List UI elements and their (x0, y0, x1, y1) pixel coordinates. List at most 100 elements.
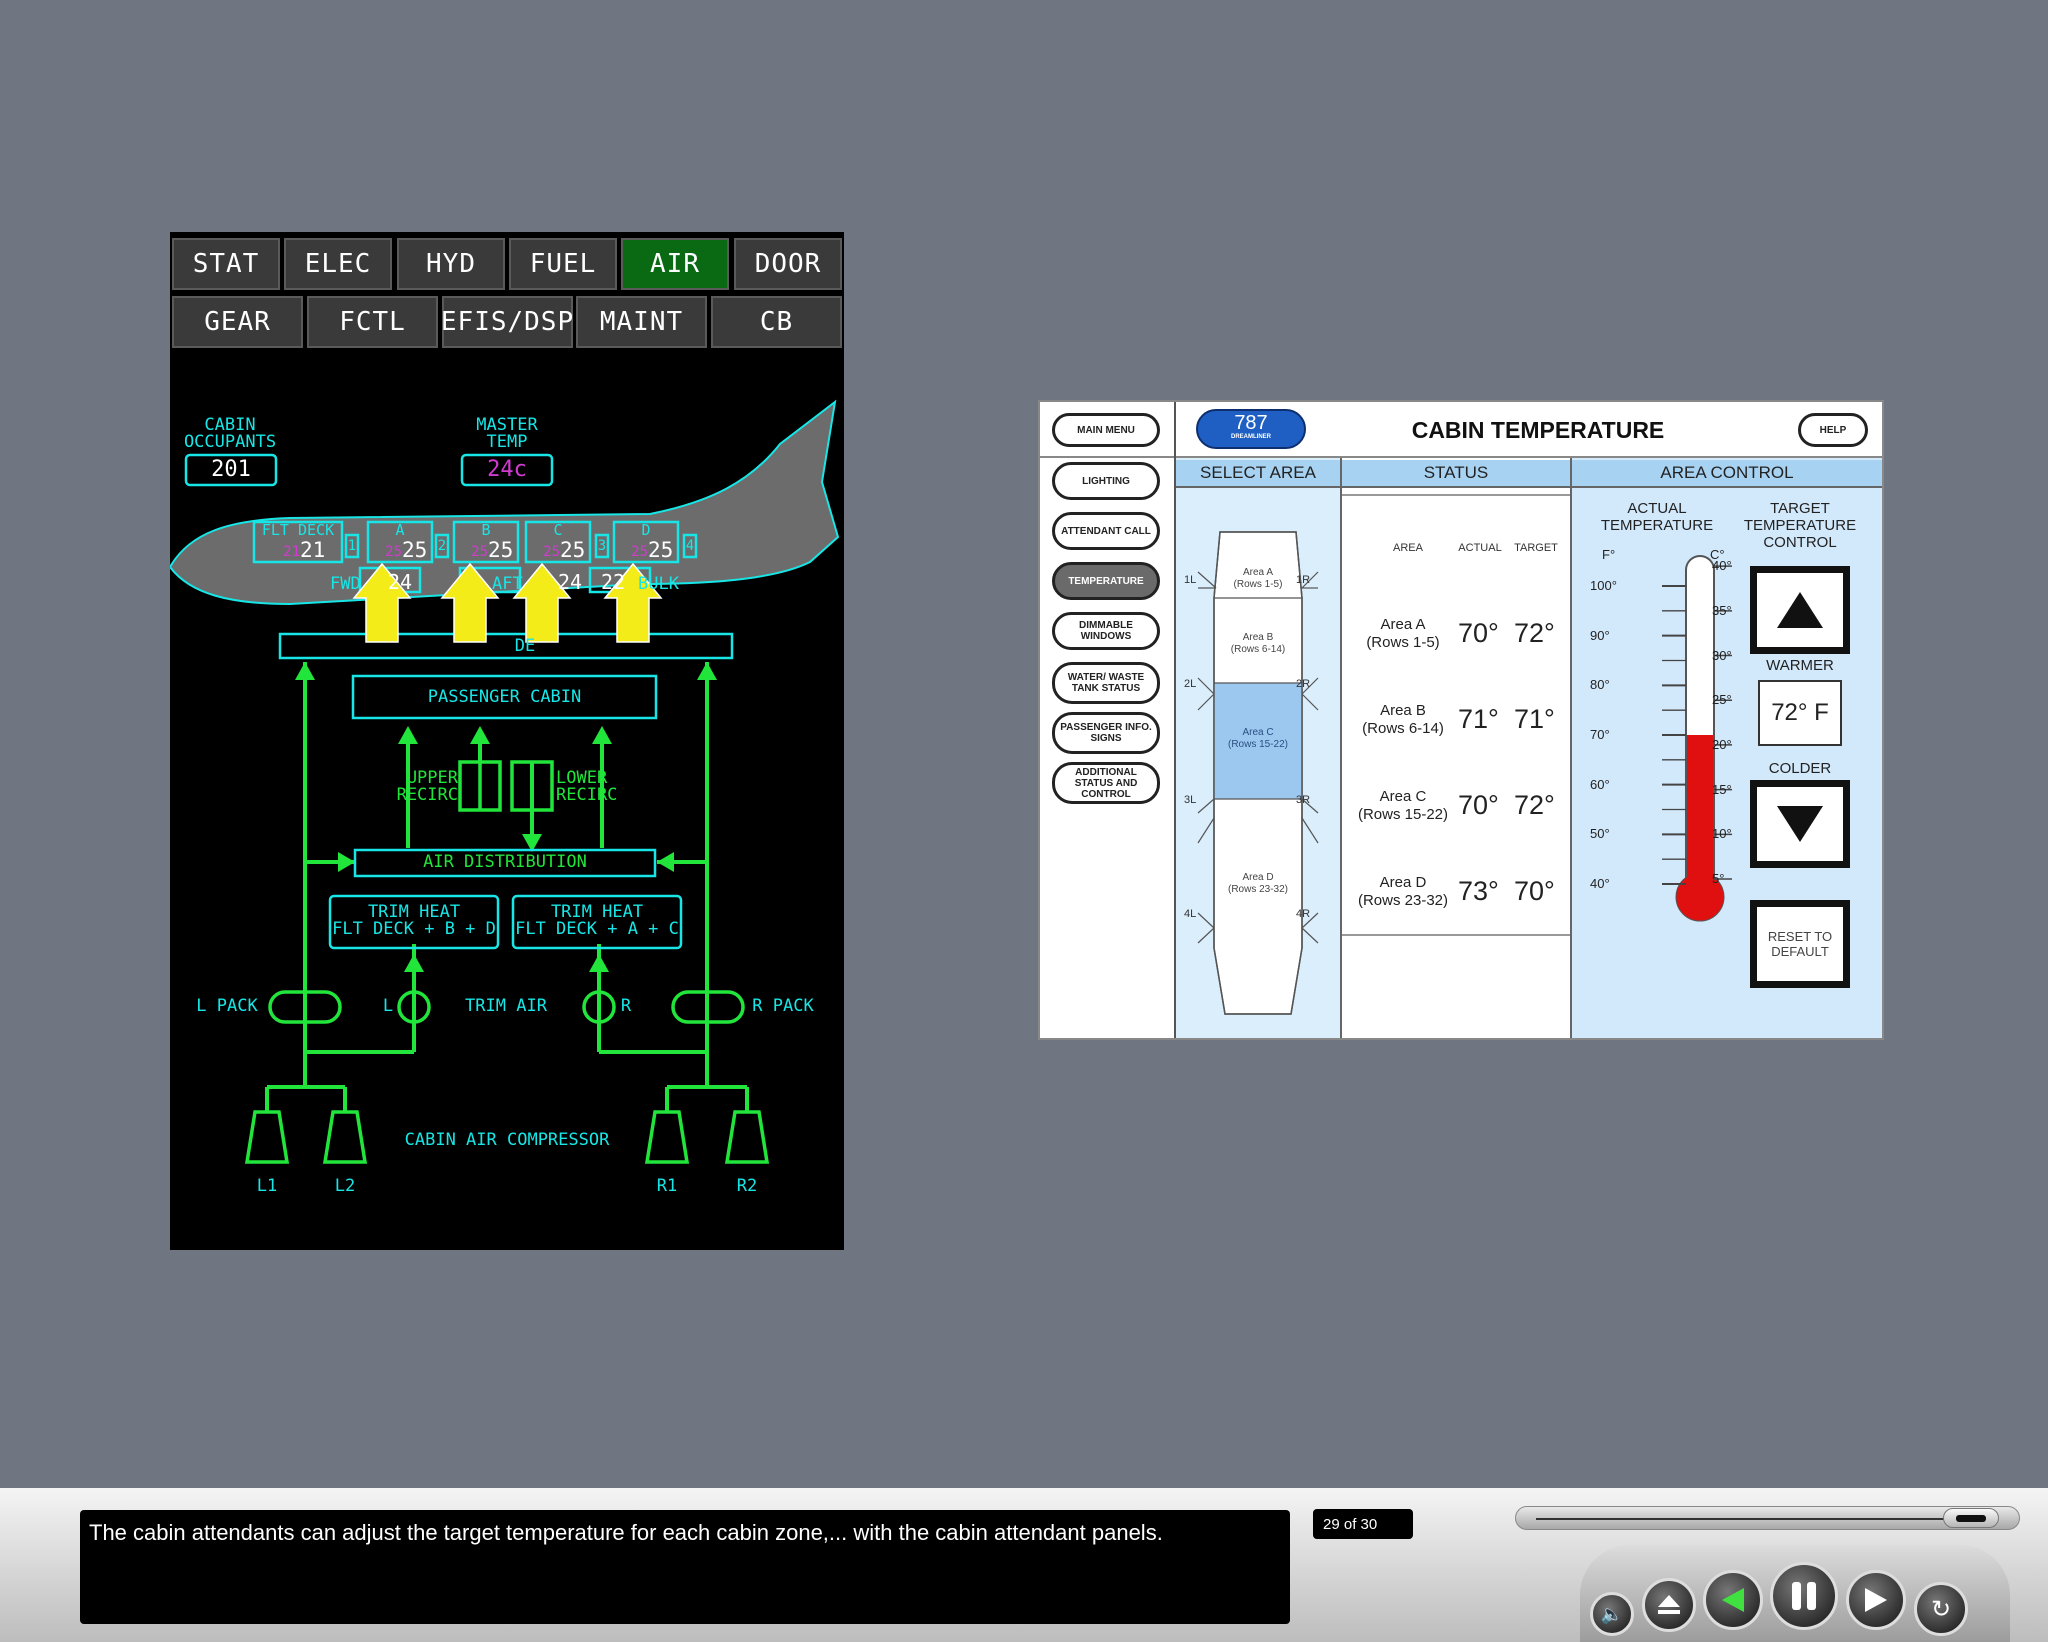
eject-button[interactable] (1642, 1578, 1696, 1632)
next-button[interactable] (1846, 1570, 1906, 1630)
tab-efisdsp[interactable]: EFIS/DSP (441, 296, 573, 348)
c-tick-label: 15° (1712, 782, 1732, 797)
volume-button[interactable]: 🔈 (1590, 1592, 1634, 1636)
reset-default-button[interactable]: RESET TO DEFAULT (1750, 900, 1850, 988)
cabin-area-b[interactable]: Area B(Rows 6-14) (1214, 632, 1302, 656)
tab-maint[interactable]: MAINT (576, 296, 707, 348)
upper-recirc-label: UPPER RECIRC (396, 768, 458, 805)
progress-line (1536, 1518, 1966, 1520)
main-menu-button[interactable]: MAIN MENU (1052, 413, 1160, 447)
door-marker: 1 (347, 538, 357, 554)
cabin-area-d[interactable]: Area D(Rows 23-32) (1214, 872, 1302, 896)
zone-arrow (440, 562, 500, 643)
compressor-r2-label: R2 (736, 1176, 758, 1196)
cabin-air-compressor-label: CABIN AIR COMPRESSOR (404, 1130, 610, 1150)
status-area-name: Area C (1379, 788, 1427, 805)
c-tick-label: 35° (1712, 603, 1732, 618)
tab-cb[interactable]: CB (711, 296, 842, 348)
passenger-cabin-label: PASSENGER CABIN (427, 687, 582, 707)
c-tick-label: 10° (1712, 826, 1732, 841)
master-temp-value: 24c (487, 457, 527, 482)
menu-temperature[interactable]: TEMPERATURE (1052, 562, 1160, 600)
zone-arrow (603, 562, 663, 643)
status-rule (1342, 494, 1570, 496)
progress-track[interactable] (1515, 1506, 2020, 1530)
compressor-l1-label: L1 (256, 1176, 278, 1196)
door-marker: 2 (437, 538, 447, 554)
area-control-header: AREA CONTROL (1572, 460, 1882, 488)
f-tick-label: 60° (1590, 777, 1610, 792)
replay-button[interactable]: ↻ (1914, 1582, 1968, 1636)
menu-divider (1174, 402, 1176, 1038)
f-tick-label: 80° (1590, 677, 1610, 692)
zone-target-temp: 25 (543, 544, 560, 560)
back-button[interactable] (1703, 1570, 1763, 1630)
status-area: Area B(Rows 6-14) (1350, 702, 1456, 738)
speaker-icon: 🔈 (1600, 1603, 1624, 1624)
cabin-area-c[interactable]: Area C(Rows 15-22) (1214, 727, 1302, 751)
pause-icon (1792, 1582, 1816, 1610)
status-area: Area A(Rows 1-5) (1350, 616, 1456, 652)
status-target: 71° (1514, 704, 1555, 734)
logo-sub: DREAMLINER (1231, 434, 1271, 440)
zone-label: B (481, 521, 491, 539)
menu-additional-status-and-control[interactable]: ADDITIONAL STATUS AND CONTROL (1052, 762, 1160, 804)
door-label: 3L (1184, 794, 1197, 806)
down-arrow-icon (1777, 806, 1823, 842)
menu-attendant-call[interactable]: ATTENDANT CALL (1052, 512, 1160, 550)
menu-passenger-info-signs[interactable]: PASSENGER INFO. SIGNS (1052, 712, 1160, 754)
status-target-header: TARGET (1514, 542, 1558, 554)
status-area-rows: (Rows 6-14) (1362, 720, 1444, 737)
status-row: Area B(Rows 6-14)71°71° (1342, 700, 1570, 740)
trim-air-l-label: L (382, 996, 394, 1016)
tab-fctl[interactable]: FCTL (307, 296, 438, 348)
tab-stat[interactable]: STAT (172, 238, 280, 290)
zone-arrow (512, 562, 572, 643)
cabin-area-rows: (Rows 15-22) (1227, 739, 1289, 750)
menu-lighting[interactable]: LIGHTING (1052, 462, 1160, 500)
pause-button[interactable] (1770, 1562, 1838, 1630)
status-area-name: Area D (1379, 874, 1427, 891)
c-tick-label: 25° (1712, 692, 1732, 707)
menu-dimmable-windows[interactable]: DIMMABLE WINDOWS (1052, 612, 1160, 650)
colder-button[interactable] (1750, 780, 1850, 868)
f-tick-label: 70° (1590, 727, 1610, 742)
cabin-area-a[interactable]: Area A(Rows 1-5) (1214, 567, 1302, 591)
tab-air[interactable]: AIR (621, 238, 729, 290)
aft-label: AFT (492, 574, 523, 594)
compressor-l2-label: L2 (334, 1176, 356, 1196)
menu-water-waste-tank-status[interactable]: WATER/ WASTE TANK STATUS (1052, 662, 1160, 704)
status-column (1342, 458, 1570, 1038)
panel-header (1040, 402, 1882, 458)
cabin-area-rows: (Rows 6-14) (1230, 644, 1286, 655)
tab-hyd[interactable]: HYD (397, 238, 505, 290)
compressor-r1-label: R1 (656, 1176, 678, 1196)
tab-gear[interactable]: GEAR (172, 296, 303, 348)
l-pack-label: L PACK (196, 996, 258, 1016)
status-area: Area C(Rows 15-22) (1350, 788, 1456, 824)
door-label: 4R (1296, 908, 1311, 920)
tab-fuel[interactable]: FUEL (509, 238, 617, 290)
status-actual: 70° (1458, 618, 1499, 648)
tab-door[interactable]: DOOR (734, 238, 842, 290)
tab-elec[interactable]: ELEC (284, 238, 392, 290)
cabin-occupants-value: 201 (211, 457, 251, 482)
divider (1570, 458, 1572, 1038)
cabin-area-rows: (Rows 1-5) (1233, 579, 1283, 590)
warmer-label: WARMER (1766, 657, 1834, 674)
cabin-area-name: Area D (1242, 872, 1274, 883)
c-tick-label: 5° (1712, 871, 1725, 886)
zone-actual-temp: 25 (402, 538, 428, 562)
status-target: 70° (1514, 876, 1555, 906)
status-actual-header: ACTUAL (1458, 542, 1502, 554)
forward-arrow-icon (1865, 1588, 1887, 1612)
eject-icon (1658, 1595, 1680, 1614)
help-button[interactable]: HELP (1798, 413, 1868, 447)
zone-target-temp: 25 (631, 544, 648, 560)
warmer-button[interactable] (1750, 566, 1850, 654)
air-schematic (170, 399, 840, 1164)
colder-label: COLDER (1768, 760, 1832, 777)
progress-thumb[interactable] (1943, 1508, 1999, 1528)
caption-text: The cabin attendants can adjust the targ… (89, 1520, 1163, 1545)
